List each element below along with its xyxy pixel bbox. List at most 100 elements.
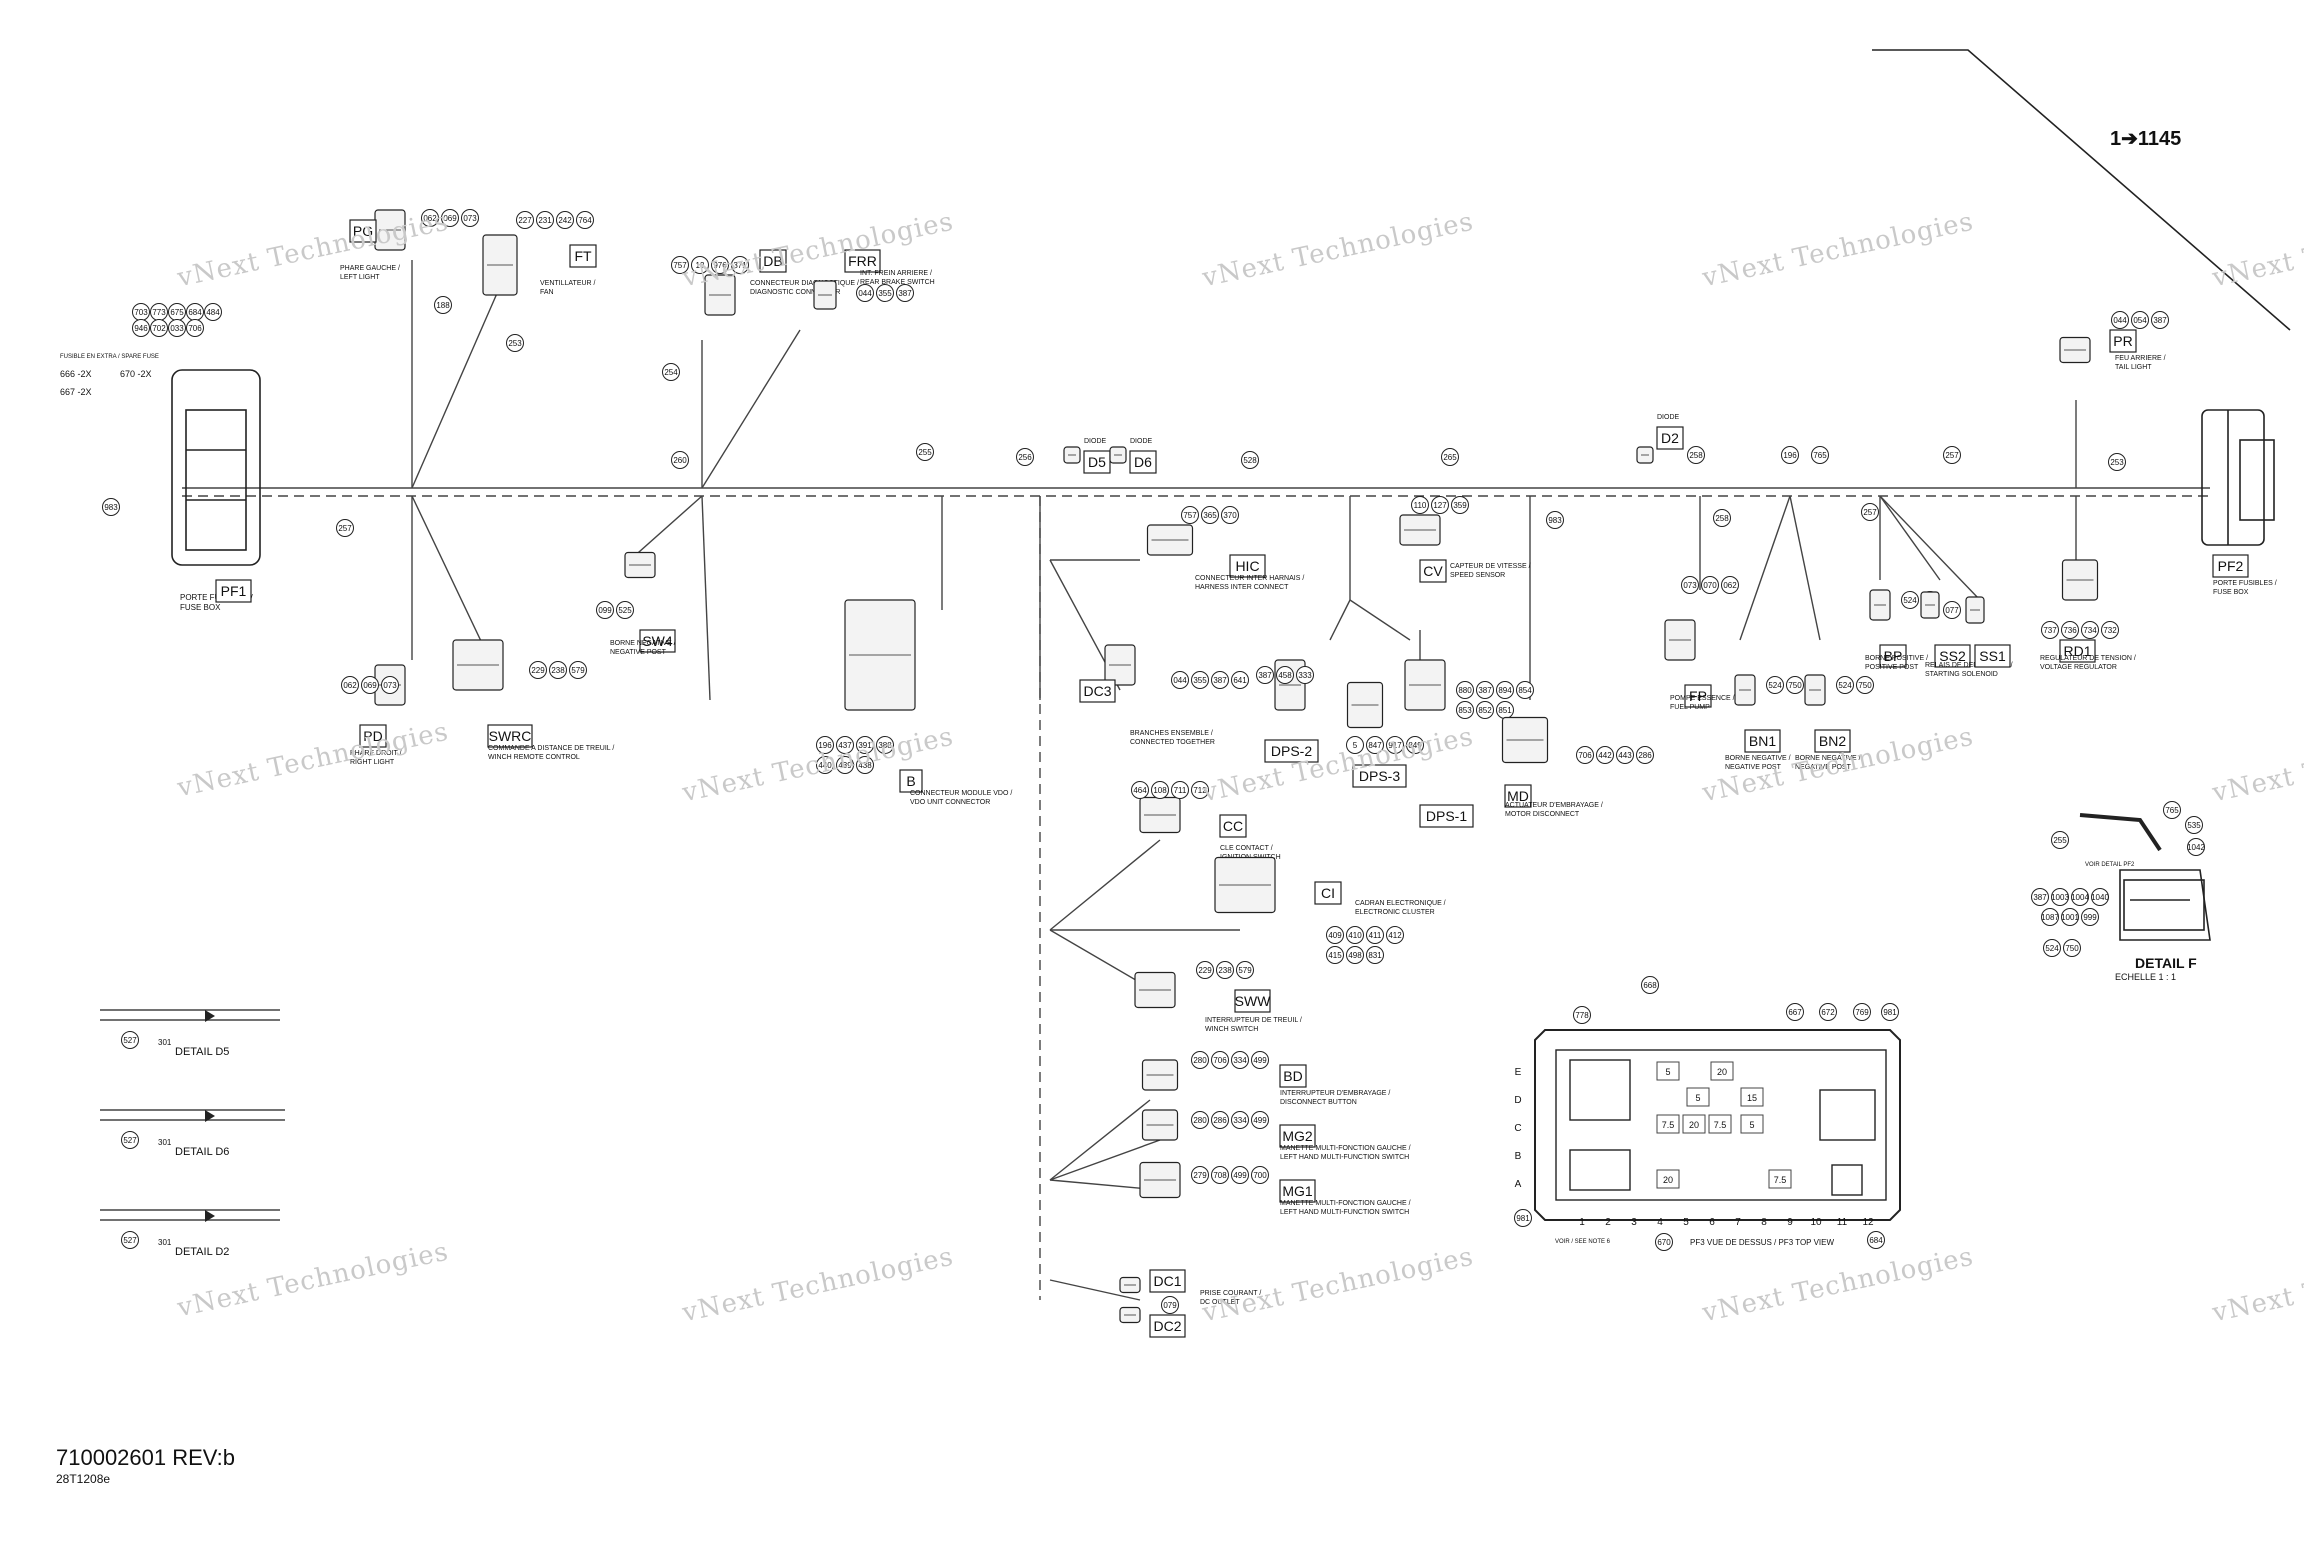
- part-number-bubble: [856, 736, 874, 754]
- part-number-bubble: [1655, 1233, 1673, 1251]
- part-number-bubble: [1211, 1111, 1229, 1129]
- part-number-bubble: [1326, 946, 1344, 964]
- component-id-box: [2059, 639, 2096, 663]
- component-id: PF1: [221, 583, 247, 599]
- component-id-box: [759, 249, 787, 273]
- part-number: 458: [1278, 671, 1292, 680]
- component-id: BN2: [1819, 733, 1846, 749]
- part-number: 229: [1198, 966, 1212, 975]
- component-description: CADRAN ELECTRONIQUE /: [1355, 900, 1446, 907]
- part-number: 670: [1657, 1238, 1671, 1247]
- component-id: PG: [353, 223, 373, 239]
- component-id: FP: [1689, 688, 1707, 704]
- component-description: CONNECTED TOGETHER: [1130, 739, 1215, 746]
- part-number-bubble: [1151, 781, 1169, 799]
- part-number-bubble: [1616, 746, 1634, 764]
- part-number-bubble: [2063, 939, 2081, 957]
- component-description: CONNECTEUR DIAGNOSTIQUE /: [750, 280, 859, 287]
- wire-number-bubble: [1546, 511, 1564, 529]
- component-id-box: [1684, 684, 1712, 708]
- part-number-bubble: [1231, 671, 1249, 689]
- component-description: INTERRUPTEUR DE TREUIL /: [1205, 1017, 1302, 1024]
- part-number-bubble: [2081, 621, 2099, 639]
- part-number: 703: [134, 308, 148, 317]
- part-number: 258: [1715, 514, 1729, 523]
- part-number-bubble: [1867, 1231, 1885, 1249]
- part-number-bubble: [816, 756, 834, 774]
- part-number: 054: [2133, 316, 2147, 325]
- component-id-box: [1234, 989, 1271, 1013]
- part-number: 231: [538, 216, 552, 225]
- part-number: 411: [1369, 931, 1382, 940]
- part-number-bubble: [1514, 1209, 1532, 1227]
- column-label: 8: [1761, 1217, 1767, 1228]
- part-number: 255: [918, 448, 932, 457]
- component-id-box: [1279, 1124, 1316, 1148]
- part-number-bubble: [341, 676, 359, 694]
- part-number-bubble: [2081, 908, 2099, 926]
- part-number-bubble: [2051, 888, 2069, 906]
- part-number-bubble: [2131, 311, 2149, 329]
- part-number: 044: [2113, 316, 2127, 325]
- part-number: 196: [1783, 451, 1797, 460]
- component-description: PORTE FUSIBLES /: [2213, 580, 2277, 587]
- component-description: REAR BRAKE SWITCH: [860, 279, 935, 286]
- part-number: 498: [1348, 951, 1362, 960]
- part-number-bubble: [896, 284, 914, 302]
- part-number-bubble: [1856, 676, 1874, 694]
- part-number: 464: [1133, 786, 1147, 795]
- component-id: SS2: [1939, 648, 1966, 664]
- component-description: SPEED SENSOR: [1450, 572, 1505, 579]
- wire-number-bubble: [1811, 446, 1829, 464]
- part-number: 238: [1218, 966, 1232, 975]
- component-id: MG2: [1282, 1128, 1313, 1144]
- part-number: 524: [1838, 681, 1852, 690]
- part-number-bubble: [186, 319, 204, 337]
- row-label: E: [1515, 1067, 1522, 1078]
- fuse-rating: 5: [1749, 1120, 1754, 1130]
- component-id-box: [1279, 1064, 1307, 1088]
- component-description: PRISE COURANT /: [1200, 1290, 1261, 1297]
- fuse-rating: 5: [1695, 1093, 1700, 1103]
- part-number-bubble: [1211, 671, 1229, 689]
- part-number: 750: [2065, 944, 2079, 953]
- part-number: 672: [1821, 1008, 1835, 1017]
- part-number-bubble: [168, 319, 186, 337]
- wire-number-bubble: [1861, 503, 1879, 521]
- part-number-bubble: [1191, 1111, 1209, 1129]
- component-description: ELECTRONIC CLUSTER: [1355, 909, 1435, 916]
- part-number-bubble: [1296, 666, 1314, 684]
- part-number: 229: [531, 666, 545, 675]
- component-description: VENTILLATEUR /: [540, 280, 596, 287]
- part-number: 711: [1174, 786, 1187, 795]
- part-number: 981: [1883, 1008, 1897, 1017]
- part-number-bubble: [2061, 908, 2079, 926]
- part-number: 286: [1638, 751, 1652, 760]
- part-number: 5: [1353, 741, 1358, 750]
- part-number: 1040: [2091, 893, 2109, 902]
- part-number-bubble: [536, 211, 554, 229]
- component-id-box: [1129, 450, 1157, 474]
- part-number: 333: [1298, 671, 1312, 680]
- fuse-box-pf1: [171, 369, 261, 566]
- detail-scale: ECHELLE 1 : 1: [2115, 972, 2176, 982]
- component-id: RD1: [2063, 643, 2091, 659]
- wire-number-bubble: [1687, 446, 1705, 464]
- component-id: DPS-1: [1426, 808, 1467, 824]
- part-number-bubble: [1701, 576, 1719, 594]
- part-number: 265: [1443, 453, 1457, 462]
- part-number: 946: [134, 324, 148, 333]
- part-number: 110: [1414, 501, 1427, 510]
- part-number: 253: [2110, 458, 2124, 467]
- part-number-bubble: [121, 1031, 139, 1049]
- part-number: 847: [1368, 741, 1382, 750]
- part-number: 256: [1018, 453, 1032, 462]
- component-description: FUSE BOX: [2213, 589, 2249, 596]
- part-number: 254: [664, 368, 678, 377]
- part-number: 127: [1433, 501, 1447, 510]
- part-number-bubble: [1161, 1296, 1179, 1314]
- part-number-bubble: [1191, 671, 1209, 689]
- fuse-rating: 20: [1689, 1120, 1699, 1130]
- part-number-bubble: [102, 498, 120, 516]
